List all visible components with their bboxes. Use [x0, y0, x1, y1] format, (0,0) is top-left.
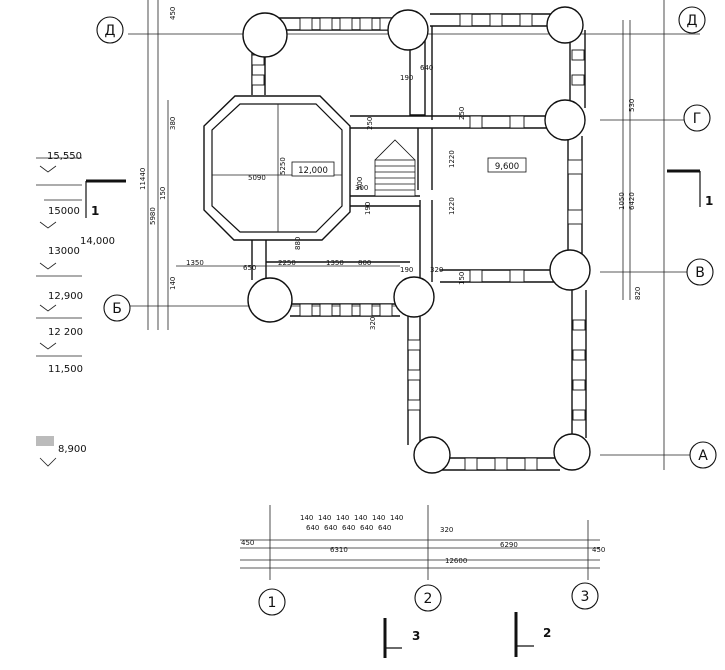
axis-label-2: 2	[424, 591, 433, 607]
dim-320: 320	[440, 526, 453, 534]
dim-250: 250	[366, 117, 374, 130]
dim-650: 650	[243, 264, 256, 272]
dim-800: 800	[358, 259, 371, 267]
dim-top-140-4: 140	[354, 514, 367, 522]
dim-left-150: 150	[159, 187, 167, 200]
axis-bubble-a	[689, 441, 717, 469]
dim-320-c: 320	[369, 317, 377, 330]
dim-mid-640-5: 640	[378, 524, 391, 532]
dim-mid-640-2: 640	[324, 524, 337, 532]
room-levels: 12,000 9,600	[291, 157, 527, 177]
dim-530: 530	[628, 99, 636, 112]
dim-top-140-2: 140	[318, 514, 331, 522]
staircase	[374, 139, 416, 197]
axis-lines	[128, 0, 700, 580]
level-8900: 8,900	[58, 444, 87, 455]
dim-1350-b: 1350	[326, 259, 344, 267]
window-openings	[251, 13, 586, 471]
axis-bubble-g	[683, 104, 711, 132]
axis-label-3: 3	[581, 589, 590, 605]
axis-label-d-left: Д	[105, 23, 116, 39]
dim-500: 500	[356, 177, 364, 190]
dimensions: 450 6310 6290 12600 320 450 140 140 140 …	[139, 7, 642, 565]
dim-1220-b: 1220	[448, 197, 456, 215]
axis-label-b: Б	[112, 301, 122, 317]
axis-bubble-d-left	[96, 16, 124, 44]
level-11500: 11,500	[48, 364, 83, 375]
dim-640: 640	[420, 64, 433, 72]
dim-mid-640-4: 640	[360, 524, 373, 532]
octagon-room	[203, 95, 351, 241]
section-label-bottom-3: 3	[412, 629, 420, 643]
dim-mid-640-1: 640	[306, 524, 319, 532]
axis-bubble-d-right	[678, 6, 706, 34]
axis-label-d-right: Д	[687, 13, 698, 29]
axis-bubble-b	[103, 294, 131, 322]
dim-left-140: 140	[169, 277, 177, 290]
dim-190: 190	[400, 266, 413, 274]
dim-2250: 2250	[278, 259, 296, 267]
dim-left-380: 380	[169, 117, 177, 130]
level-marks: 15,550 15000 14,000 13000 12,900 12 200 …	[36, 151, 115, 467]
axis-bubble-2	[414, 584, 442, 612]
axis-label-1: 1	[268, 595, 277, 611]
dim-top-140-3: 140	[336, 514, 349, 522]
axis-label-g: Г	[693, 111, 702, 127]
dim-300: 300	[355, 184, 368, 192]
axis-label-v: В	[695, 265, 705, 281]
dim-5250: 5250	[279, 157, 287, 175]
dim-12600: 12600	[445, 557, 467, 565]
dim-320-b: 320	[430, 266, 443, 274]
dim-6290: 6290	[500, 541, 518, 549]
dim-top-140-5: 140	[372, 514, 385, 522]
room-level-right: 9,600	[495, 162, 519, 172]
section-label-left: 1	[91, 204, 99, 218]
dim-150-c: 150	[458, 272, 466, 285]
level-12200: 12 200	[48, 327, 83, 338]
dim-5090: 5090	[248, 174, 266, 182]
level-15000: 15000	[48, 206, 80, 217]
round-towers	[242, 6, 591, 474]
dim-5980: 5980	[149, 207, 157, 225]
dim-left-450: 450	[169, 7, 177, 20]
level-12900: 12,900	[48, 291, 83, 302]
level-15550: 15,550	[47, 151, 82, 162]
dim-450-left: 450	[241, 539, 254, 547]
axis-label-a: А	[698, 448, 708, 464]
axis-bubble-1	[258, 588, 286, 616]
section-label-bottom-2: 2	[543, 626, 551, 640]
dim-mid-640-3: 640	[342, 524, 355, 532]
dim-450-right: 450	[592, 546, 605, 554]
axis-bubble-3	[571, 582, 599, 610]
dim-190-c: 190	[364, 202, 372, 215]
dim-6420: 6420	[628, 192, 636, 210]
room-level-octagon: 12,000	[298, 166, 328, 176]
dim-820: 820	[634, 287, 642, 300]
level-14000: 14,000	[80, 236, 115, 247]
level-13000: 13000	[48, 246, 80, 257]
dim-880: 880	[294, 237, 302, 250]
section-label-right: 1	[705, 194, 713, 208]
dim-1050: 1050	[618, 192, 626, 210]
section-markers: 1 1 3 2	[85, 169, 713, 658]
dim-1350-a: 1350	[186, 259, 204, 267]
dim-top-140-1: 140	[300, 514, 313, 522]
dim-6310: 6310	[330, 546, 348, 554]
axis-bubble-v	[686, 258, 714, 286]
dim-1220-a: 1220	[448, 150, 456, 168]
axis-bubbles: Д Д Г В Б А 1 2 3	[96, 6, 717, 616]
dim-top-140-6: 140	[390, 514, 403, 522]
dim-11440: 11440	[139, 168, 147, 190]
dim-250-c: 250	[458, 107, 466, 120]
dim-190-top: 190	[400, 74, 413, 82]
